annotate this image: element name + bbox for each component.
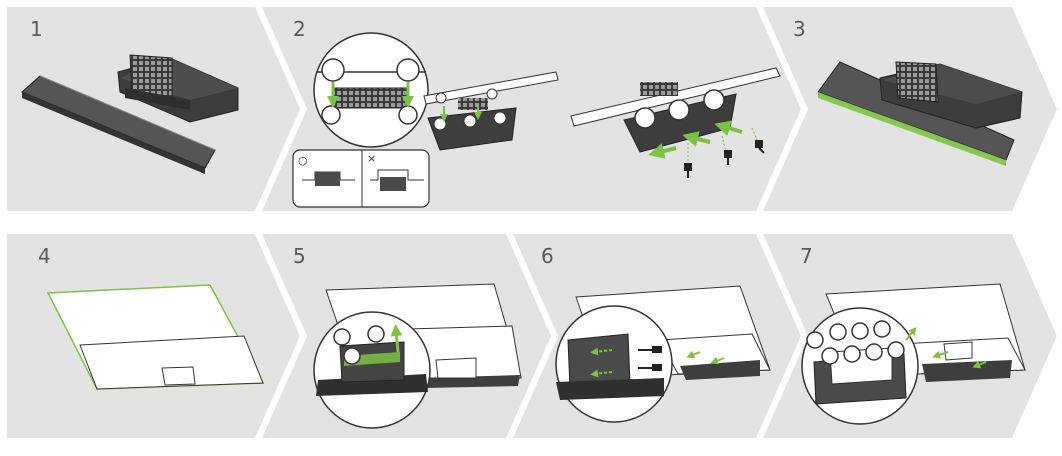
- step-number: 5: [293, 244, 306, 268]
- step-number: 2: [293, 17, 306, 41]
- screw-icon: [755, 140, 765, 154]
- ok-symbol: ○: [298, 154, 308, 167]
- step-number: 3: [793, 17, 806, 41]
- step-1-panel: [7, 7, 300, 211]
- step-number: 1: [30, 17, 43, 41]
- step-6-illustration: [555, 285, 771, 423]
- step-3-illustration: [817, 61, 1023, 166]
- step-4-illustration: [46, 284, 265, 390]
- step-7-illustration: [801, 283, 1026, 425]
- screw-icon: [638, 364, 662, 371]
- step-1-illustration: [21, 54, 239, 174]
- ng-symbol: ×: [367, 152, 376, 165]
- step-5-illustration: [313, 283, 522, 429]
- screw-icon: [638, 346, 662, 353]
- step-number: 4: [38, 244, 51, 268]
- step-number: 7: [800, 244, 813, 268]
- screw-icon: [724, 150, 732, 165]
- ok-ng-inset: [292, 149, 430, 208]
- step-2-illustration: ○ ×: [292, 32, 781, 208]
- step-number: 6: [541, 244, 554, 268]
- screw-icon: [684, 163, 692, 178]
